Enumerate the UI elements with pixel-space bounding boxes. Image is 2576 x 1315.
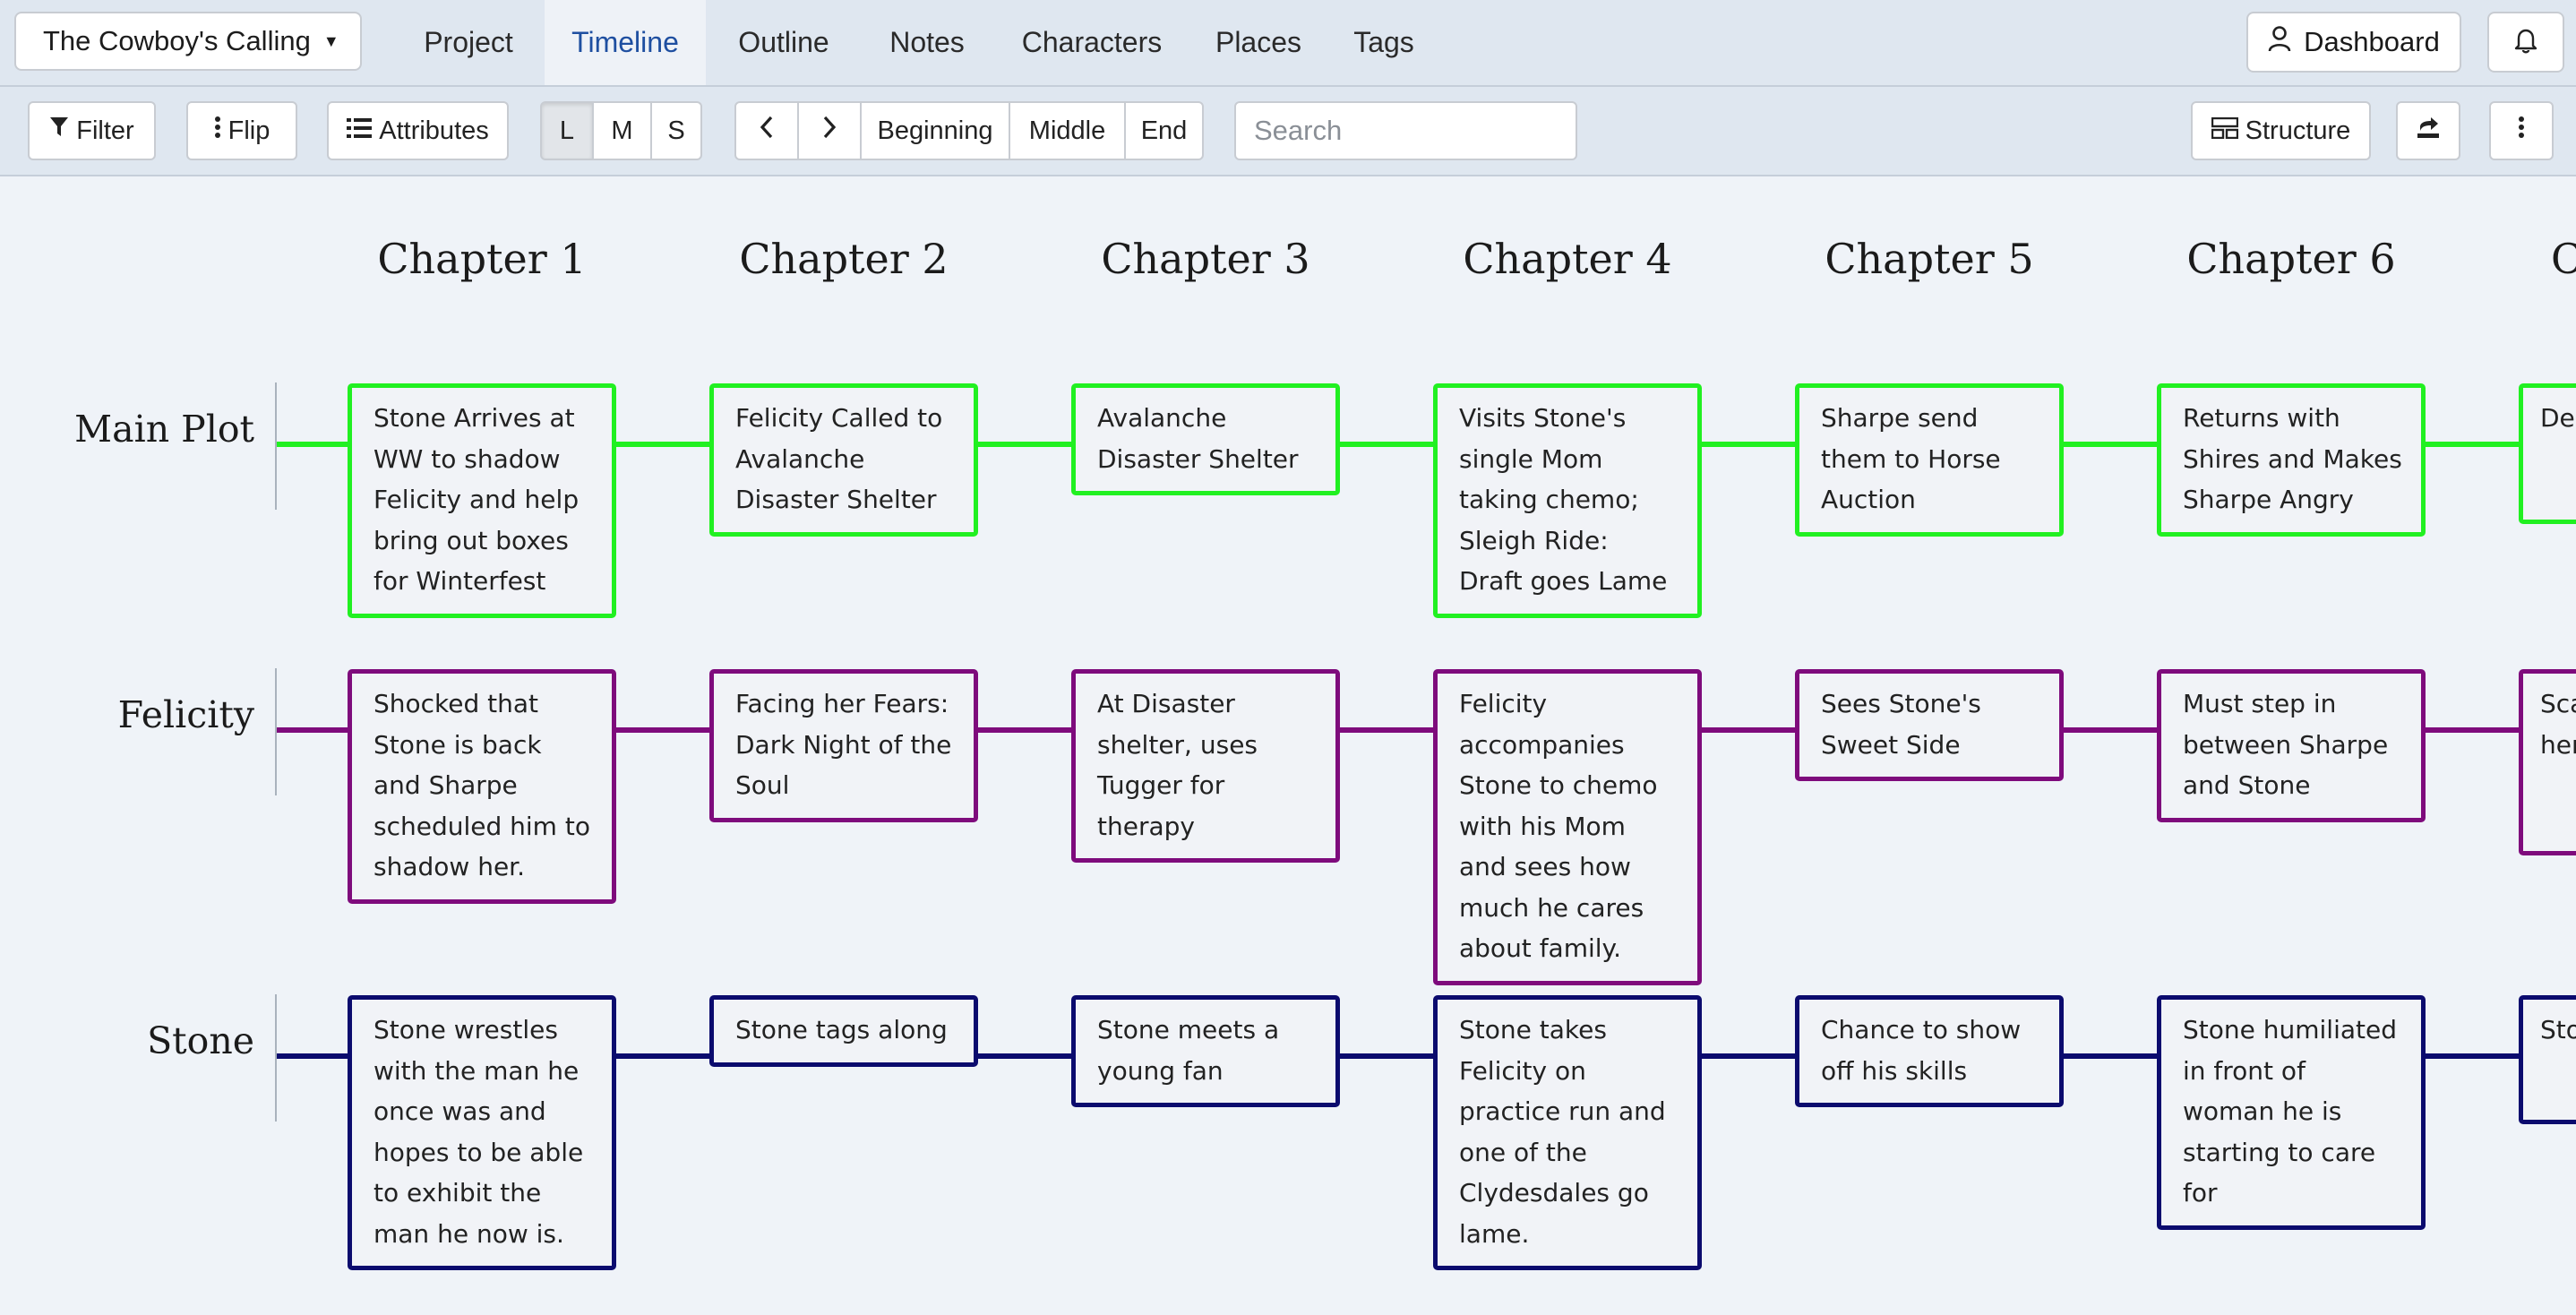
tab-tags[interactable]: Tags [1353, 26, 1414, 58]
chapter-header[interactable]: Chapter 4 [1463, 235, 1672, 283]
top-nav: The Cowboy's Calling ▼ Project Timeline … [0, 0, 2576, 87]
size-large-button[interactable]: L [540, 101, 594, 160]
scene-card[interactable]: Felicity accompanies Stone to chemo with… [1433, 669, 1702, 985]
filter-button[interactable]: Filter [28, 101, 156, 160]
scroll-left-button[interactable] [734, 101, 799, 160]
scene-card[interactable]: De fall lan [2519, 383, 2576, 524]
more-vertical-icon [214, 116, 221, 146]
chevron-right-icon [822, 116, 837, 146]
scroll-middle-button[interactable]: Middle [1009, 101, 1126, 160]
tab-timeline[interactable]: Timeline [545, 0, 706, 85]
user-icon [2268, 25, 2291, 59]
lane-label-stone[interactable]: Stone [147, 1019, 254, 1062]
scene-card[interactable]: Sharpe send them to Horse Auction [1795, 383, 2064, 537]
caret-down-icon: ▼ [322, 31, 339, 50]
chapter-header[interactable]: Chapter 2 [739, 235, 949, 283]
scroll-nav-group: Beginning Middle End [734, 101, 1204, 160]
tab-characters[interactable]: Characters [1021, 26, 1163, 58]
size-small-button[interactable]: S [650, 101, 702, 160]
scroll-end-button[interactable]: End [1124, 101, 1204, 160]
chapter-header[interactable]: Chapter 5 [1825, 235, 2034, 283]
bell-icon [2514, 27, 2537, 58]
lane-label-main-plot[interactable]: Main Plot [74, 408, 254, 451]
scene-card[interactable]: Sees Stone's Sweet Side [1795, 669, 2064, 781]
search-input[interactable] [1234, 101, 1577, 160]
notifications-button[interactable] [2487, 12, 2564, 73]
export-icon [2416, 116, 2441, 146]
list-icon [347, 116, 373, 146]
size-medium-button[interactable]: M [592, 101, 652, 160]
lane-label-felicity[interactable]: Felicity [117, 693, 254, 736]
lane-line-stone [277, 1053, 2576, 1059]
project-title: The Cowboy's Calling [43, 25, 311, 56]
scene-card[interactable]: At Disaster shelter, uses Tugger for the… [1071, 669, 1340, 863]
scroll-beginning-button[interactable]: Beginning [860, 101, 1010, 160]
more-vertical-icon [2518, 116, 2525, 146]
scene-card[interactable]: Stone Arrives at WW to shadow Felicity a… [348, 383, 616, 618]
scene-card[interactable]: Stone wrestles with the man he once was … [348, 995, 616, 1270]
tab-project[interactable]: Project [424, 26, 513, 58]
lane-divider [275, 668, 277, 795]
chapter-header[interactable]: Chapter 6 [2186, 235, 2396, 283]
tab-outline[interactable]: Outline [738, 26, 829, 58]
chapter-header[interactable]: Chapter 3 [1101, 235, 1310, 283]
structure-button[interactable]: Structure [2191, 101, 2371, 160]
scene-card[interactable]: Visits Stone's single Mom taking chemo; … [1433, 383, 1702, 618]
timeline-toolbar: Filter Flip Attributes L M S Beginning M… [0, 87, 2576, 176]
scene-card[interactable]: Felicity Called to Avalanche Disaster Sh… [709, 383, 978, 537]
scene-card[interactable]: Stone humiliated in front of woman he is… [2157, 995, 2426, 1230]
lane-line-main-plot [277, 442, 2576, 447]
scene-card[interactable]: Returns with Shires and Makes Sharpe Ang… [2157, 383, 2426, 537]
scene-card[interactable]: Avalanche Disaster Shelter [1071, 383, 1340, 495]
scene-card[interactable]: Stone meets a young fan [1071, 995, 1340, 1107]
more-options-button[interactable] [2489, 101, 2554, 160]
chapter-header[interactable]: C [2551, 235, 2576, 283]
scene-card[interactable]: Chance to show off his skills [1795, 995, 2064, 1107]
tab-notes[interactable]: Notes [889, 26, 965, 58]
lane-divider [275, 994, 277, 1122]
scene-card[interactable]: Must step in between Sharpe and Stone [2157, 669, 2426, 822]
structure-icon [2211, 116, 2238, 146]
scene-card[interactable]: Sca dea her risk [2519, 669, 2576, 855]
chapter-header[interactable]: Chapter 1 [377, 235, 587, 283]
dashboard-button[interactable]: Dashboard [2246, 12, 2461, 73]
lane-divider [275, 382, 277, 510]
scroll-right-button[interactable] [797, 101, 862, 160]
scene-card[interactable]: Shocked that Stone is back and Sharpe sc… [348, 669, 616, 904]
scene-card[interactable]: Stone tags along [709, 995, 978, 1067]
filter-icon [49, 116, 69, 146]
export-button[interactable] [2396, 101, 2460, 160]
dashboard-label: Dashboard [2304, 26, 2440, 57]
chevron-left-icon [760, 116, 774, 146]
scene-card[interactable]: Facing her Fears: Dark Night of the Soul [709, 669, 978, 822]
flip-button[interactable]: Flip [186, 101, 297, 160]
scene-card[interactable]: Sto ma [2519, 995, 2576, 1124]
attributes-button[interactable]: Attributes [327, 101, 509, 160]
card-size-group: L M S [540, 101, 702, 160]
scene-card[interactable]: Stone takes Felicity on practice run and… [1433, 995, 1702, 1270]
project-selector-button[interactable]: The Cowboy's Calling ▼ [14, 12, 362, 71]
lane-line-felicity [277, 727, 2576, 733]
tab-places[interactable]: Places [1215, 26, 1302, 58]
